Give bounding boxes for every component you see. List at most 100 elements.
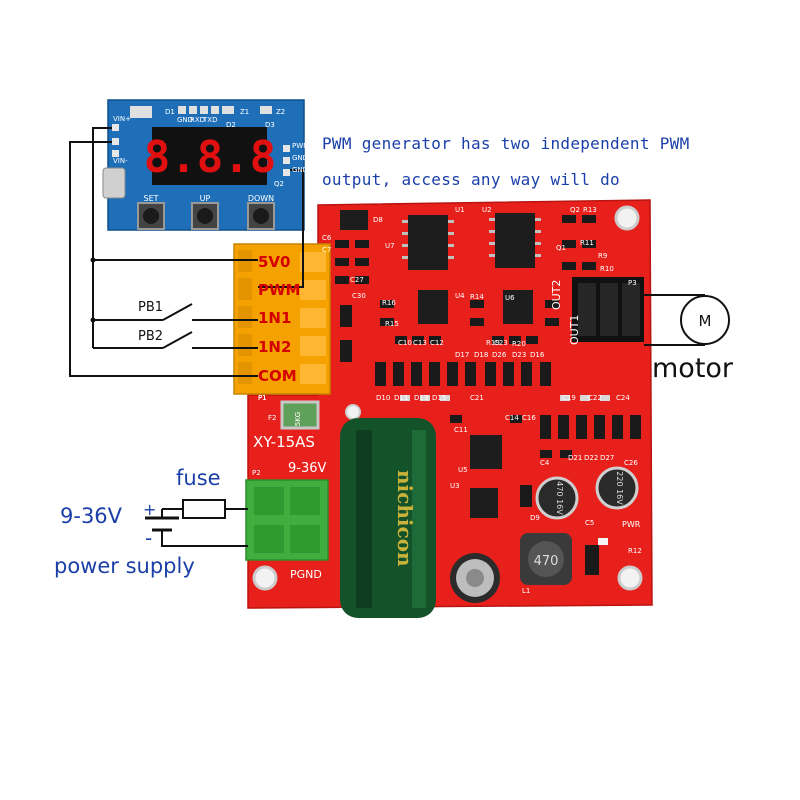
motor-symbol [680, 295, 730, 345]
module-label-rxd: RXD [190, 116, 205, 124]
capacitor-brand: nichicon [393, 470, 417, 567]
up-button[interactable] [191, 202, 219, 230]
supply-label: power supply [54, 554, 195, 578]
small-cap-1-code: 470 16V [555, 481, 564, 515]
silk-ref-c11: C11 [454, 426, 468, 434]
wire-minus [161, 530, 248, 547]
mounting-hole [345, 404, 361, 420]
silk-ref-d9: D9 [530, 514, 540, 522]
module-pin-vin-minus: VIN- [113, 157, 128, 165]
wire-com [69, 141, 258, 377]
silk-ref-d17: D17 [455, 351, 469, 359]
silk-ref-u2: U2 [482, 206, 492, 214]
silk-ref-r10: R10 [600, 265, 614, 273]
supply-plus: + [143, 500, 156, 519]
silk-ref-c5: C5 [585, 519, 594, 527]
pwr-label: PWR [622, 520, 641, 529]
silk-ref-d11: D11 [394, 394, 408, 402]
silk-ref-r14: R14 [470, 293, 484, 301]
silk-ref-d22: D22 [584, 454, 598, 462]
silk-ref-r15: R15 [385, 320, 399, 328]
silk-ref-u7: U7 [385, 242, 395, 250]
silk-ref-d8: D8 [373, 216, 383, 224]
fuse-chip [280, 400, 320, 430]
silk-ref-p2: P2 [252, 469, 261, 477]
silk-ref-d18: D18 [474, 351, 488, 359]
up-label: UP [200, 194, 211, 203]
display-module [102, 99, 305, 231]
silk-ref-d10: D10 [376, 394, 390, 402]
silk-ref-u5: U5 [458, 466, 468, 474]
module-label-gnd: GND [177, 116, 193, 124]
down-button[interactable] [247, 202, 275, 230]
module-label-txd: TXD [202, 116, 217, 124]
ic-u1 [408, 215, 448, 270]
silk-ref-c14: C14 [505, 414, 519, 422]
module-pin-vin-plus: VIN+ [113, 115, 131, 123]
small-electrolytic-cap [450, 553, 500, 603]
terminal-label-com: COM [258, 367, 297, 385]
seven-segment-display [152, 127, 267, 185]
main-board [245, 199, 653, 618]
wiring [69, 127, 705, 547]
out1-label: OUT1 [568, 315, 581, 345]
supply-voltage: 9-36V [60, 504, 123, 528]
silk-ref-p3: P3 [628, 279, 637, 287]
switch-pb1 [162, 303, 193, 321]
mounting-hole [252, 565, 278, 591]
silk-ref-u6: U6 [505, 294, 515, 302]
wire-5v0 [92, 127, 258, 261]
set-label: SET [143, 194, 158, 203]
silk-ref-c6: C6 [322, 234, 332, 242]
silk-ref-f2: F2 [268, 414, 276, 422]
power-terminal-block [245, 479, 329, 561]
silk-ref-c12: C12 [430, 339, 444, 347]
module-label-z1: Z1 [240, 108, 249, 116]
set-button[interactable] [137, 202, 165, 230]
wire-pwm [258, 169, 304, 288]
ic-u7 [340, 210, 368, 230]
silk-ref-r16: R16 [382, 299, 396, 307]
module-pin-gnd-1: GND [292, 154, 308, 162]
silk-ref-c13: C13 [413, 339, 427, 347]
small-capacitor-1 [535, 476, 579, 520]
silk-ref-d21: D21 [568, 454, 582, 462]
silk-ref-q1: Q1 [556, 244, 566, 252]
ic-u5 [470, 435, 502, 469]
module-label-d2: D2 [226, 121, 236, 129]
mounting-hole [614, 205, 640, 231]
ic-u3 [418, 290, 448, 324]
fuse-code: 5KG [294, 412, 302, 426]
silk-ref-r13: R13 [583, 206, 597, 214]
display-digits: 8.8.8 [144, 132, 276, 183]
silk-ref-c10: C10 [398, 339, 412, 347]
silk-ref-c24: C24 [616, 394, 630, 402]
caption-line-1: PWM generator has two independent PWM [322, 134, 690, 153]
ic-u2 [495, 213, 535, 268]
silk-ref-d26: D26 [492, 351, 507, 359]
silk-ref-r20: R20 [512, 340, 526, 348]
small-cap-2-code: 220 16V [615, 471, 624, 505]
battery-symbol [145, 516, 179, 532]
board-voltage-silk: 9-36V [288, 461, 327, 476]
silk-ref-c30: C30 [352, 292, 366, 300]
silk-ref-c7: C7 [322, 246, 331, 254]
silk-ref-r9: R9 [598, 252, 607, 260]
terminal-label-1n1: 1N1 [258, 309, 291, 327]
caption-line-2: output, access any way will do [322, 170, 620, 189]
silk-ref-r12: R12 [628, 547, 642, 555]
inductor-code: 470 [534, 554, 559, 569]
silk-ref-f1: F1 [258, 394, 266, 402]
module-label-d1: D1 [165, 108, 175, 116]
terminal-label-pwm: PWM [258, 281, 300, 299]
silk-ref-c19: C19 [562, 394, 576, 402]
silk-ref-d23: D23 [512, 351, 526, 359]
fuse-label: fuse [176, 466, 221, 490]
switch-label-pb2: PB2 [138, 329, 163, 344]
small-capacitor-2 [595, 466, 639, 510]
silk-ref-c4: C4 [540, 459, 550, 467]
supply-minus: - [145, 526, 152, 550]
silk-ref-r11: R11 [580, 239, 594, 247]
silk-ref-q2: Q2 [570, 206, 580, 214]
